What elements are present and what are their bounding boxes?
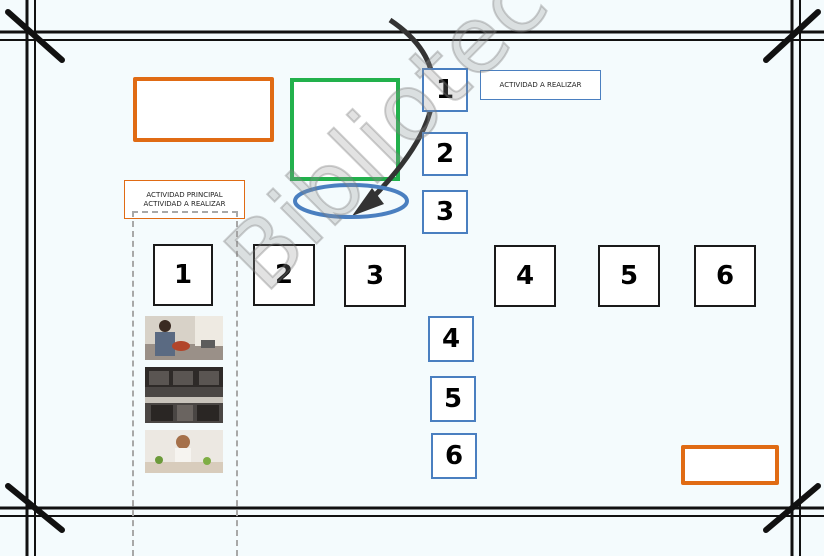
horizontal-number-box-5: 5: [598, 245, 660, 307]
activity-label: ACTIVIDAD A REALIZAR: [480, 70, 601, 100]
vertical-number-box-6: 6: [431, 433, 477, 479]
horizontal-number-box-1: 1: [153, 244, 213, 306]
vertical-number-box-3: 3: [422, 190, 468, 234]
vertical-number-box-4: 4: [428, 316, 474, 362]
principal-line-2: ACTIVIDAD A REALIZAR: [144, 200, 226, 209]
vertical-number-box-1: 1: [422, 68, 468, 112]
kitchen-cooking-photo: [145, 316, 223, 360]
curved-arrow: [360, 20, 434, 210]
blue-ellipse: [295, 185, 407, 217]
principal-line-1: ACTIVIDAD PRINCIPAL: [146, 191, 222, 200]
horizontal-number-box-4: 4: [494, 245, 556, 307]
vertical-number-box-5: 5: [430, 376, 476, 422]
horizontal-number-box-6: 6: [694, 245, 756, 307]
orange-box-bottom: [681, 445, 779, 485]
horizontal-number-box-3: 3: [344, 245, 406, 307]
dark-kitchen-photo: [145, 367, 223, 423]
horizontal-number-box-2: 2: [253, 244, 315, 306]
vertical-number-box-2: 2: [422, 132, 468, 176]
woman-in-kitchen-photo: [145, 430, 223, 473]
